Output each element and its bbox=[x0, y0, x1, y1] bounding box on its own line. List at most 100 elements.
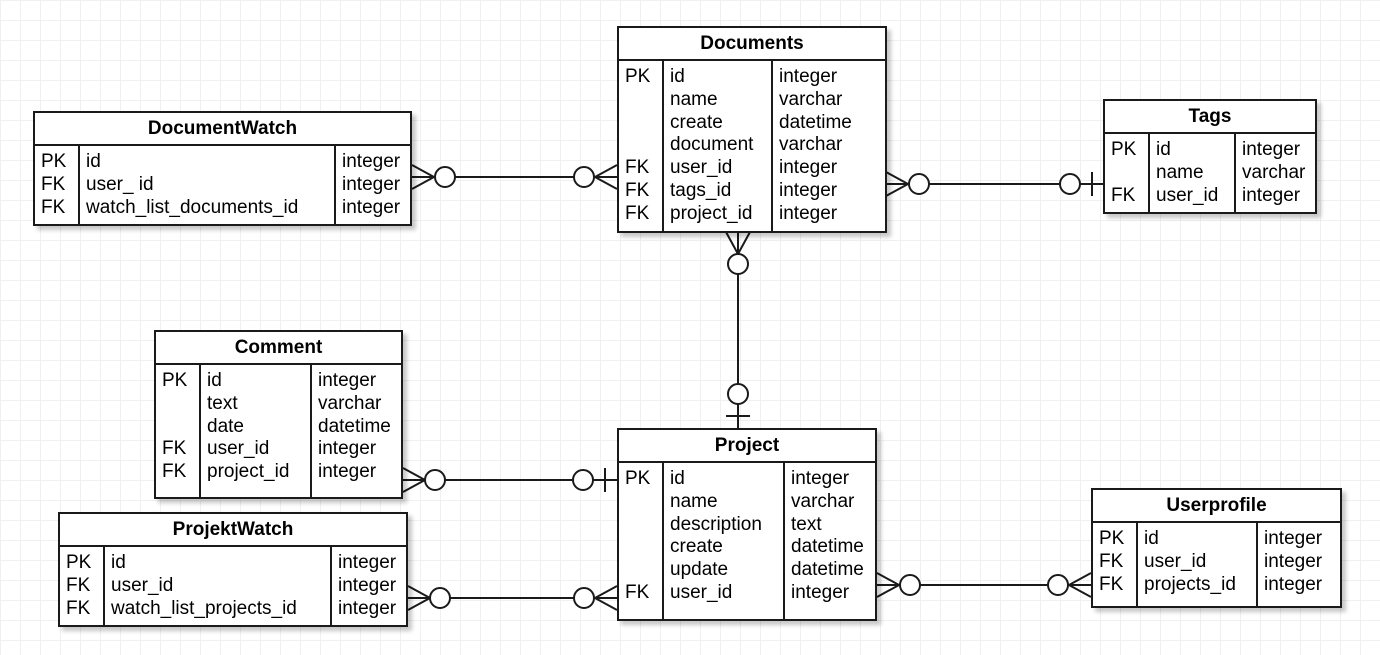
entity-body: PK FK FK id user_id watch_list_projects_… bbox=[60, 547, 406, 625]
entity-title: Tags bbox=[1105, 101, 1315, 134]
field-type: datetime bbox=[318, 415, 391, 437]
field-column: id name description create update user_i… bbox=[662, 463, 783, 619]
field-name: document bbox=[670, 134, 754, 156]
key-cell: FK bbox=[66, 574, 91, 596]
circle-project-right-end bbox=[899, 574, 921, 596]
entity-tags[interactable]: Tags PK FK id name user_id integer varch… bbox=[1103, 99, 1317, 214]
circle-documents-left-end bbox=[573, 166, 595, 188]
circle-project-left-one-end bbox=[572, 469, 594, 491]
key-cell bbox=[625, 491, 662, 514]
key-column: PK FK FK FK bbox=[619, 61, 662, 231]
type-column: integer varchar datetime integer integer bbox=[310, 365, 401, 497]
key-cell bbox=[162, 393, 199, 416]
entity-userprofile[interactable]: Userprofile PK FK FK id user_id projects… bbox=[1091, 488, 1342, 608]
field-name: id bbox=[1156, 139, 1171, 160]
type-column: integer integer integer bbox=[1256, 523, 1340, 606]
entity-body: PK FK FK id text date user_id project_id… bbox=[156, 365, 401, 497]
circle-project-top-end bbox=[727, 383, 749, 405]
key-column: PK FK FK bbox=[60, 547, 103, 625]
field-name: description bbox=[670, 513, 762, 535]
field-name: text bbox=[207, 392, 238, 414]
field-column: id name create document user_id tags_id … bbox=[662, 61, 771, 231]
field-type: integer bbox=[779, 66, 838, 87]
field-name: id bbox=[670, 66, 685, 87]
key-cell: FK bbox=[1099, 573, 1124, 595]
field-name: id bbox=[1144, 528, 1159, 549]
type-column: integer integer integer bbox=[334, 146, 410, 224]
entity-title: ProjektWatch bbox=[60, 514, 406, 547]
field-type: integer bbox=[791, 468, 850, 489]
field-name: user_id bbox=[111, 574, 174, 596]
field-type: integer bbox=[779, 202, 838, 224]
key-cell: FK bbox=[162, 438, 187, 460]
key-cell: FK bbox=[66, 597, 91, 619]
entity-body: PK FK FK id user_ id watch_list_document… bbox=[35, 146, 410, 224]
entity-title: DocumentWatch bbox=[35, 113, 410, 146]
key-cell bbox=[625, 89, 662, 112]
entity-body: PK FK id name user_id integer varchar in… bbox=[1105, 134, 1315, 212]
key-cell: FK bbox=[625, 157, 650, 179]
entity-project[interactable]: Project PK FK id name description create… bbox=[617, 428, 877, 621]
type-column: integer integer integer bbox=[330, 547, 406, 625]
entity-title: Userprofile bbox=[1093, 490, 1340, 523]
field-type: integer bbox=[338, 597, 397, 619]
field-type: integer bbox=[318, 370, 377, 391]
key-cell bbox=[1111, 162, 1148, 185]
field-name: user_id bbox=[207, 438, 270, 460]
field-name: id bbox=[207, 370, 222, 391]
key-cell: PK bbox=[1099, 528, 1125, 549]
field-type: integer bbox=[1242, 184, 1301, 206]
entity-documents[interactable]: Documents PK FK FK FK id name create doc… bbox=[617, 26, 887, 233]
circle-documents-bottom-end bbox=[727, 253, 749, 275]
field-type: varchar bbox=[1242, 161, 1306, 183]
field-name: user_id bbox=[670, 157, 733, 179]
key-cell: FK bbox=[1099, 550, 1124, 572]
field-name: user_id bbox=[670, 581, 733, 603]
key-cell bbox=[625, 134, 662, 157]
entity-projektwatch[interactable]: ProjektWatch PK FK FK id user_id watch_l… bbox=[58, 512, 408, 627]
type-column: integer varchar datetime varchar integer… bbox=[771, 61, 885, 231]
field-name: watch_list_projects_id bbox=[111, 597, 297, 619]
key-column: PK FK bbox=[619, 463, 662, 619]
key-cell bbox=[625, 536, 662, 559]
circle-project-left-many-end bbox=[573, 587, 595, 609]
field-name: create bbox=[670, 536, 723, 558]
field-type: integer bbox=[318, 461, 377, 483]
field-name: id bbox=[86, 151, 101, 172]
field-name: project_id bbox=[207, 461, 290, 483]
key-cell: PK bbox=[162, 370, 188, 391]
key-cell: FK bbox=[162, 461, 187, 483]
type-column: integer varchar integer bbox=[1234, 134, 1315, 212]
entity-documentwatch[interactable]: DocumentWatch PK FK FK id user_ id watch… bbox=[33, 111, 412, 226]
entity-comment[interactable]: Comment PK FK FK id text date user_id pr… bbox=[154, 330, 403, 499]
key-cell: PK bbox=[66, 552, 92, 573]
field-name: name bbox=[670, 88, 718, 110]
field-name: date bbox=[207, 415, 244, 437]
key-cell: PK bbox=[41, 151, 67, 172]
field-name: id bbox=[670, 468, 685, 489]
entity-body: PK FK FK id user_id projects_id integer … bbox=[1093, 523, 1340, 606]
circle-documentwatch-end bbox=[434, 166, 456, 188]
field-type: integer bbox=[791, 581, 850, 603]
field-name: user_id bbox=[1144, 550, 1207, 572]
key-cell bbox=[162, 416, 199, 439]
field-column: id user_id projects_id bbox=[1136, 523, 1256, 606]
circle-projektwatch-end bbox=[429, 587, 451, 609]
field-type: integer bbox=[338, 574, 397, 596]
field-type: integer bbox=[342, 196, 401, 218]
entity-title: Comment bbox=[156, 332, 401, 365]
key-cell bbox=[625, 112, 662, 135]
key-cell: PK bbox=[625, 66, 651, 87]
field-name: tags_id bbox=[670, 179, 732, 201]
key-column: PK FK FK bbox=[1093, 523, 1136, 606]
field-type: datetime bbox=[791, 536, 864, 558]
field-column: id user_ id watch_list_documents_id bbox=[78, 146, 334, 224]
field-type: integer bbox=[1242, 139, 1301, 160]
field-type: varchar bbox=[791, 490, 855, 512]
circle-documents-right-end bbox=[908, 173, 930, 195]
field-column: id text date user_id project_id bbox=[199, 365, 310, 497]
field-name: user_ id bbox=[86, 173, 154, 195]
field-type: varchar bbox=[779, 88, 843, 110]
field-name: update bbox=[670, 559, 729, 581]
